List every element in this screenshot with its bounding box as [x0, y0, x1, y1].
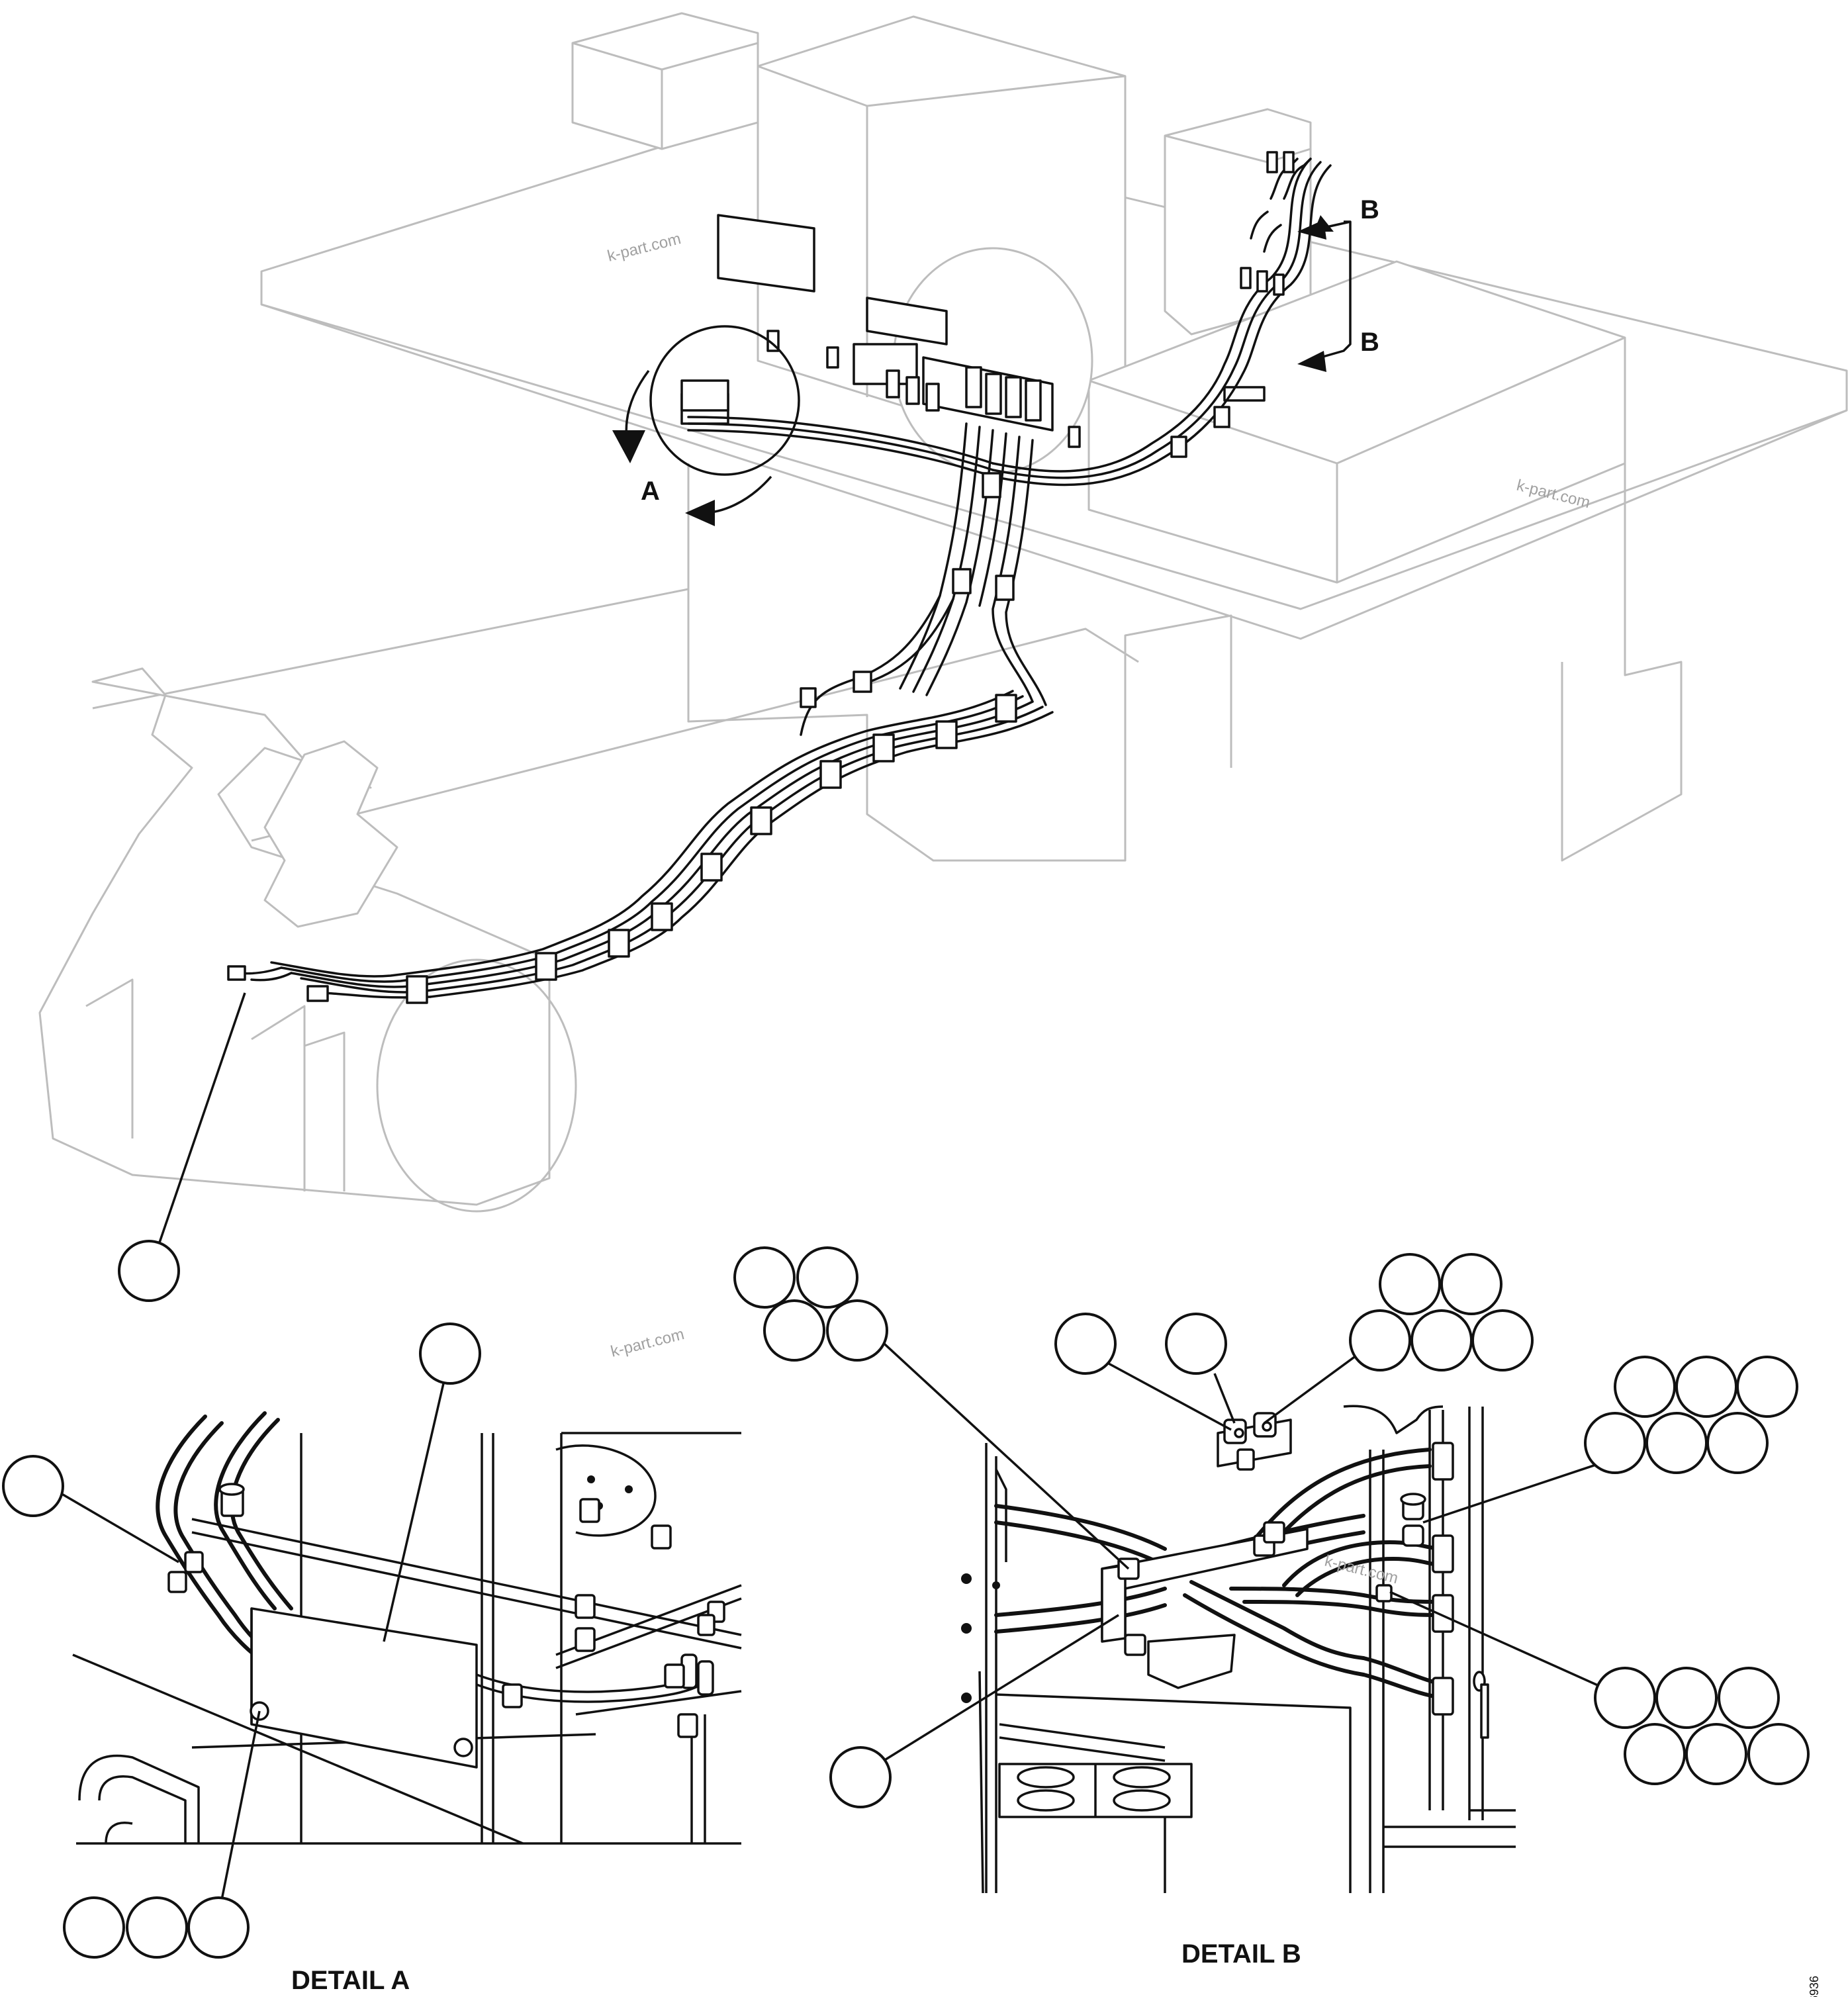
callout-balloon [1594, 1667, 1656, 1729]
callout-balloon [1471, 1309, 1534, 1371]
axle-end-cap [376, 958, 577, 1213]
detail-a-callout: A [612, 325, 800, 526]
axle-bracket [263, 740, 398, 928]
callout-balloon [118, 1240, 180, 1302]
callout-balloon [829, 1746, 892, 1808]
leader-line [1422, 1458, 1612, 1524]
leader-line [158, 992, 246, 1245]
hose-bundle [227, 151, 1332, 1004]
machine-frame-outline [38, 12, 1848, 1213]
chassis-rail-upper [92, 588, 690, 715]
detail-b-title: DETAIL B [1181, 1939, 1301, 1969]
watermark: k-part.com [609, 1325, 686, 1361]
callout-balloon [1718, 1667, 1780, 1729]
callout-balloon [733, 1246, 796, 1309]
detail-a-title: DETAIL A [291, 1966, 410, 1995]
callout-balloon [187, 1896, 250, 1959]
callout-balloon [1614, 1356, 1676, 1418]
callout-balloon [419, 1323, 481, 1385]
right-tank-box [1164, 108, 1312, 336]
main-view: A B B k-part.com k-part.com [38, 12, 1848, 1302]
axle-housing [38, 667, 551, 1206]
axle-rib-2 [251, 1005, 306, 1191]
callout-balloon [1624, 1723, 1686, 1785]
callout-balloon [2, 1455, 64, 1517]
callout-balloon [1655, 1667, 1718, 1729]
view-b-label-bottom: B [1360, 328, 1379, 357]
view-b-arrows: B B [1297, 195, 1379, 372]
detail-a-cover-plate [680, 379, 729, 412]
detail-b-structure [961, 1405, 1516, 1894]
leader-line [883, 1614, 1119, 1762]
detail-a-view: DETAIL A k-part.com [2, 1323, 742, 1995]
leader-line [1108, 1362, 1232, 1431]
tower-block-left [571, 12, 759, 150]
callout-balloon [1584, 1412, 1646, 1474]
detail-a-fasteners [167, 1483, 725, 1738]
callout-balloon [1410, 1309, 1473, 1371]
detail-a-structure [72, 1432, 742, 1845]
detail-a-circle [649, 325, 800, 476]
leader-line [220, 1710, 261, 1900]
callout-balloon [1165, 1313, 1227, 1375]
view-b-label-top: B [1360, 195, 1379, 224]
axle-rib-3 [304, 1031, 346, 1191]
detail-b-fittings [1217, 1412, 1489, 1739]
view-a-label: A [641, 477, 660, 506]
leader-line [1263, 1349, 1365, 1424]
callout-balloon [1054, 1313, 1117, 1375]
callout-balloon [1645, 1412, 1708, 1474]
rear-frame-right [1561, 463, 1683, 862]
callout-balloon [796, 1246, 858, 1309]
callout-balloon [1747, 1723, 1810, 1785]
cover-plate-bolt-right [453, 1738, 473, 1757]
chassis-rail-lower [251, 627, 1139, 842]
detail-b-clamp [1101, 1521, 1309, 1689]
callout-balloon [1685, 1723, 1747, 1785]
figure-number: 6936 [1808, 1976, 1821, 1997]
detail-b-view: DETAIL B k-part.com [733, 1246, 1810, 1969]
leader-line [1213, 1373, 1236, 1424]
callout-balloon [63, 1896, 125, 1959]
callout-balloon [1736, 1356, 1798, 1418]
leader-line [383, 1383, 445, 1642]
leader-line [876, 1336, 1130, 1570]
callout-balloon [1349, 1309, 1411, 1371]
chassis-side [687, 463, 1232, 862]
callout-balloon [1706, 1412, 1769, 1474]
callout-balloon [826, 1299, 888, 1362]
leader-line [1389, 1591, 1619, 1696]
leader-line [59, 1491, 179, 1563]
deck-edge [261, 303, 1847, 610]
callout-balloon [1379, 1253, 1441, 1315]
callout-balloon [763, 1299, 825, 1362]
callout-balloon [1675, 1356, 1737, 1418]
axle-rib-1 [85, 978, 134, 1138]
callout-balloon [1440, 1253, 1502, 1315]
callout-balloon [126, 1896, 188, 1959]
